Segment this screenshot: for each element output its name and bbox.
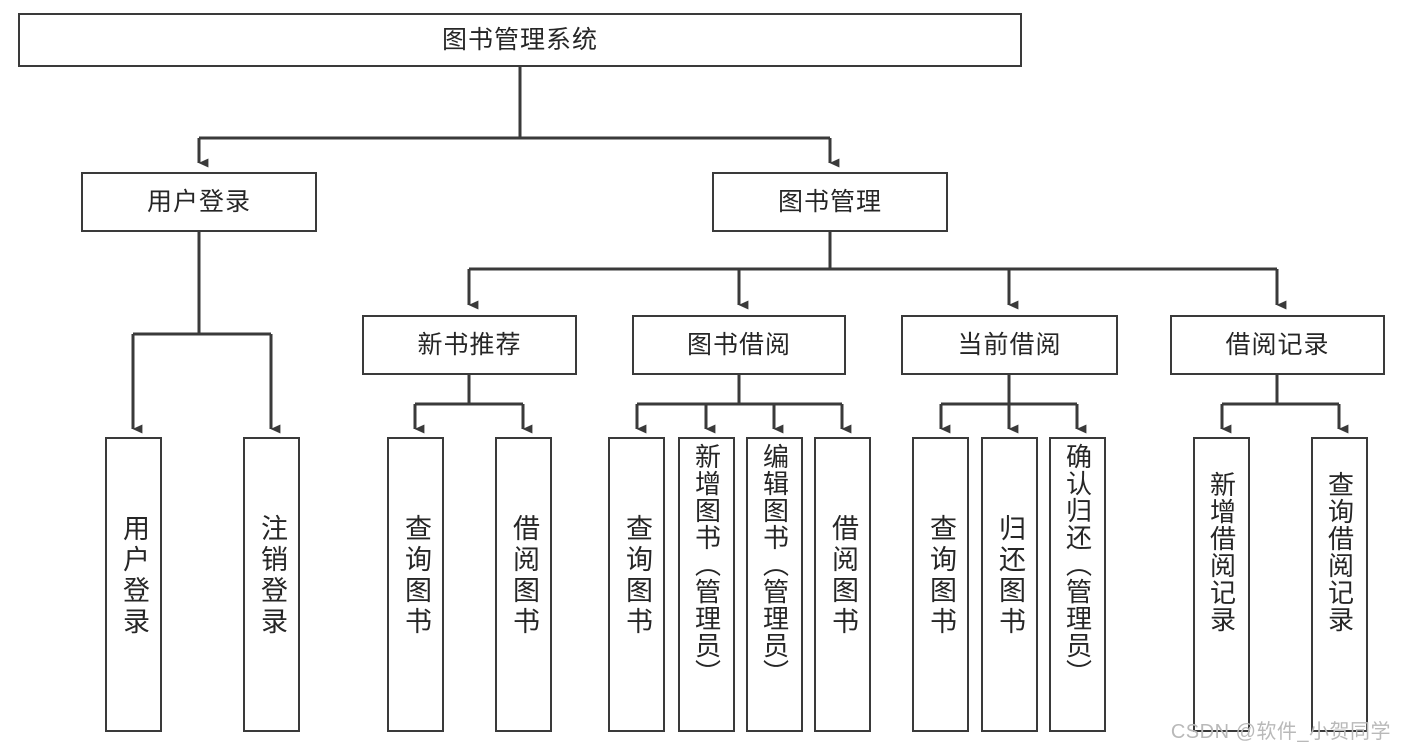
leaf-return-book[interactable]: 归还图书 [981,437,1038,732]
leaf-confirm-return-label: 确认归还（管理员） [1062,443,1093,686]
node-book-manage-label: 图书管理 [777,188,882,216]
leaf-add-record-label: 新增借阅记录 [1206,471,1237,633]
leaf-logout-login[interactable]: 注销登录 [243,437,300,732]
node-current-borrow[interactable]: 当前借阅 [901,315,1118,375]
leaf-return-book-label: 归还图书 [995,514,1025,638]
leaf-add-book-label: 新增图书（管理员） [691,443,722,686]
node-new-book-recommend[interactable]: 新书推荐 [362,315,577,375]
leaf-query-record[interactable]: 查询借阅记录 [1311,437,1368,732]
node-borrow-record[interactable]: 借阅记录 [1170,315,1385,375]
leaf-query-book-2[interactable]: 查询图书 [608,437,665,732]
leaf-query-book-1[interactable]: 查询图书 [387,437,444,732]
csdn-watermark: CSDN @软件_小贺同学 [1170,721,1391,743]
leaf-edit-book[interactable]: 编辑图书（管理员） [746,437,803,732]
leaf-borrow-book-1-label: 借阅图书 [509,514,539,638]
leaf-borrow-book-2-label: 借阅图书 [828,514,858,638]
leaf-query-book-1-label: 查询图书 [401,514,431,638]
leaf-query-book-3[interactable]: 查询图书 [912,437,969,732]
leaf-add-record[interactable]: 新增借阅记录 [1193,437,1250,732]
node-current-borrow-label: 当前借阅 [957,331,1062,359]
node-root[interactable]: 图书管理系统 [18,13,1022,67]
node-book-borrow-label: 图书借阅 [686,331,791,359]
leaf-query-book-2-label: 查询图书 [622,514,652,638]
leaf-query-book-3-label: 查询图书 [926,514,956,638]
leaf-query-record-label: 查询借阅记录 [1324,471,1355,633]
leaf-logout-login-label: 注销登录 [257,514,287,638]
leaf-borrow-book-1[interactable]: 借阅图书 [495,437,552,732]
node-new-book-recommend-label: 新书推荐 [417,331,522,359]
node-root-label: 图书管理系统 [441,26,598,54]
leaf-user-login[interactable]: 用户登录 [105,437,162,732]
leaf-edit-book-label: 编辑图书（管理员） [759,443,790,686]
node-book-manage[interactable]: 图书管理 [712,172,948,232]
leaf-add-book[interactable]: 新增图书（管理员） [678,437,735,732]
leaf-confirm-return[interactable]: 确认归还（管理员） [1049,437,1106,732]
node-user-login[interactable]: 用户登录 [81,172,317,232]
leaf-user-login-label: 用户登录 [119,514,149,638]
node-user-login-label: 用户登录 [146,188,251,216]
node-book-borrow[interactable]: 图书借阅 [632,315,846,375]
node-borrow-record-label: 借阅记录 [1225,331,1330,359]
leaf-borrow-book-2[interactable]: 借阅图书 [814,437,871,732]
